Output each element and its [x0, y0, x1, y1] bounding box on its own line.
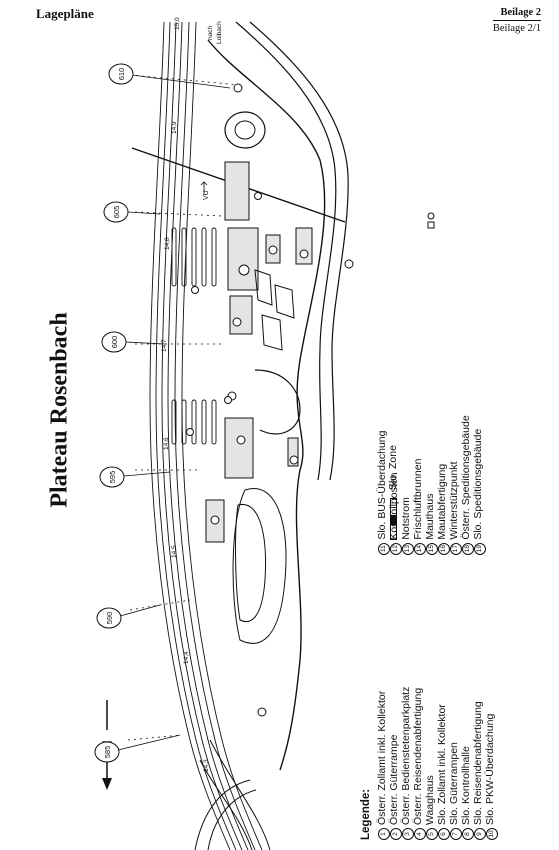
- svg-text:590: 590: [105, 612, 114, 625]
- legend-item: 9Slo. Reisendenabfertigung: [472, 687, 486, 840]
- rail-lines: [149, 21, 263, 850]
- legend-column-1: 1Österr. Zollamt inkl. Kollektor 2Österr…: [376, 687, 498, 840]
- svg-text:14,5: 14,5: [171, 545, 178, 558]
- svg-text:610: 610: [117, 68, 126, 81]
- svg-text:14,9: 14,9: [171, 121, 178, 134]
- legend: Legende: 1Österr. Zollamt inkl. Kollekto…: [360, 401, 498, 840]
- svg-text:14,6: 14,6: [163, 437, 170, 450]
- svg-text:14,7: 14,7: [161, 339, 168, 352]
- elevation-marker: 585: [94, 741, 120, 763]
- beilage-number: Beilage 2: [492, 6, 541, 21]
- legend-item: 4Österr. Reisendenabfertigung: [412, 687, 426, 840]
- map-callouts: [186, 83, 354, 717]
- svg-text:14,3: 14,3: [203, 759, 210, 772]
- plateau-outline: [207, 39, 326, 771]
- buildings: [205, 161, 313, 543]
- legend-item: 2Österr. Güterrampe: [388, 687, 402, 840]
- legend-item: 5Waaghaus: [424, 687, 438, 840]
- legend-heading: Legende:: [360, 788, 372, 840]
- svg-text:15,0: 15,0: [174, 17, 181, 30]
- map-text-place: Loibach: [216, 21, 223, 44]
- svg-text:600: 600: [110, 336, 119, 349]
- direction-arrow-icon: [200, 181, 208, 194]
- elevation-marker: 605: [103, 201, 129, 223]
- traffic-islands: [232, 269, 295, 644]
- legend-item: 17Winterstützpunkt: [448, 415, 462, 555]
- elevation-marker: 600: [101, 331, 127, 353]
- elevation-marker: 595: [99, 466, 125, 488]
- legend-item: 8Slo. Kontrollhalle: [460, 687, 474, 840]
- legend-item: 15Mauthaus: [424, 415, 438, 555]
- legend-column-2: 11Slo. BUS-Überdachung 12Kontrollposten …: [376, 415, 496, 555]
- legend-item: 18Österr. Speditionsgebäude: [460, 415, 474, 555]
- legend-item: 11Slo. BUS-Überdachung: [376, 415, 390, 555]
- elevation-marker: 590: [96, 607, 122, 629]
- legend-item: 19Slo. Speditionsgebäude: [472, 415, 486, 555]
- elevation-marker: 610: [108, 63, 134, 85]
- legend-item: 14Frischluftbrunnen: [412, 415, 426, 555]
- elevation-markers: 610 605 600 595 590 585: [94, 63, 134, 763]
- parking-stalls: [171, 227, 217, 445]
- beilage-box: Beilage 2 Beilage 2/1: [492, 6, 541, 35]
- svg-text:605: 605: [112, 206, 121, 219]
- beilage-sub-number: Beilage 2/1: [492, 23, 541, 34]
- legend-item: 6Slo. Zollamt inkl. Kollektor: [436, 687, 450, 840]
- legend-item: 12Kontrollposten: [388, 415, 402, 555]
- map-text-nach: nach: [207, 26, 214, 40]
- legend-item: 3Österr. Bediensteten­parkplatz: [400, 687, 414, 840]
- contour-lines: [127, 74, 241, 741]
- svg-text:585: 585: [103, 746, 112, 759]
- legend-item: 7Slo. Güterrampen: [448, 687, 462, 840]
- map-text-direction: VU: [203, 190, 210, 200]
- svg-text:14,4: 14,4: [183, 651, 190, 664]
- svg-text:595: 595: [108, 471, 117, 484]
- svg-text:14,8: 14,8: [164, 237, 171, 250]
- km-labels: 15,0 14,9 14,8 14,7 14,6 14,5 14,4 14,3: [161, 17, 210, 772]
- legend-item: 13Notstrom: [400, 415, 414, 555]
- legend-item: 16Mautabfertigung: [436, 415, 450, 555]
- symbol-legend-right: [427, 212, 435, 229]
- legend-item: 1Österr. Zollamt inkl. Kollektor: [376, 687, 390, 840]
- page-header-title: Lagepläne: [36, 6, 94, 21]
- legend-item: 10Slo. PKW-Überdachung: [484, 687, 498, 840]
